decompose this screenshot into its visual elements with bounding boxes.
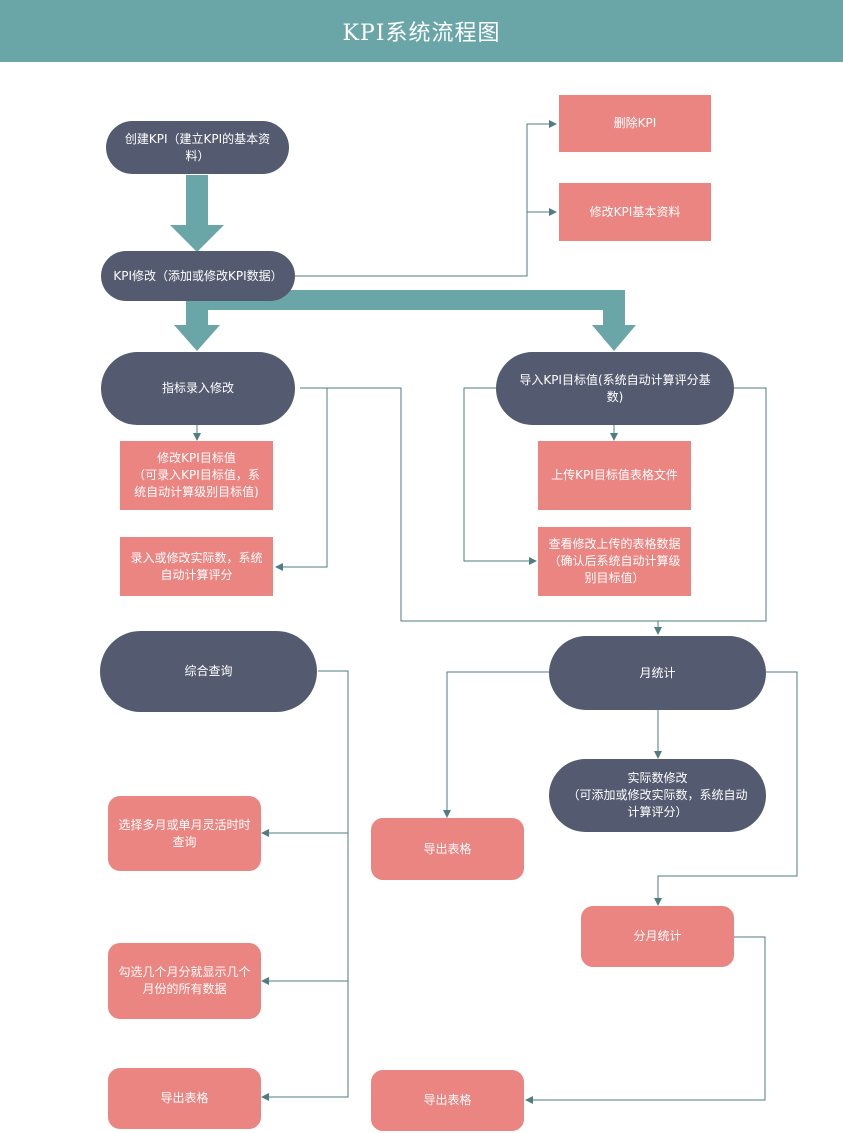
import-target-node[interactable]: 导入KPI目标值(系统自动计算评分基 数) [496,352,734,425]
monthly-stats-node[interactable]: 月统计 [549,636,766,710]
kpi-modify-node[interactable]: KPI修改（添加或修改KPI数据） [101,251,295,301]
title-bar: KPI系统流程图 [0,0,843,62]
export-left-label: 导出表格 [160,1091,209,1105]
export-left-node[interactable]: 导出表格 [108,1068,261,1129]
view-uploaded-node[interactable]: 查看修改上传的表格数据 （确认后系统自动计算级 别目标值） [538,527,691,596]
thin-connectors [193,120,798,1104]
kpi-modify-label: KPI修改（添加或修改KPI数据） [113,268,283,283]
select-months-node[interactable]: 选择多月或单月灵活时时 查询 [108,796,261,871]
upload-file-label: 上传KPI目标值表格文件 [551,468,678,482]
view-uploaded-label: 查看修改上传的表格数据 （确认后系统自动计算级 别目标值） [548,537,681,585]
create-kpi-label: 创建KPI（建立KPI的基本资 料） [124,131,271,163]
check-months-label: 勾选几个月分就显示几个 月份的所有数据 [118,965,251,996]
delete-kpi-label: 删除KPI [613,116,657,130]
thick-arrow-create-to-modify [170,175,224,252]
entry-actual-node[interactable]: 录入或修改实际数，系统 自动计算评分 [120,537,273,596]
upload-file-node[interactable]: 上传KPI目标值表格文件 [538,441,691,510]
check-months-node[interactable]: 勾选几个月分就显示几个 月份的所有数据 [108,943,261,1019]
thick-arrows [170,175,636,351]
indicator-entry-label: 指标录入修改 [161,381,234,395]
export-right-node[interactable]: 导出表格 [371,1070,524,1131]
export-right-label: 导出表格 [423,1093,472,1107]
export-mid-node[interactable]: 导出表格 [371,818,524,880]
comprehensive-query-node[interactable]: 综合查询 [100,631,317,712]
export-mid-label: 导出表格 [423,841,472,856]
modify-target-node[interactable]: 修改KPI目标值 （可录入KPI目标值，系 统自动计算级别目标值) [120,441,273,510]
thick-arrow-split [174,290,636,351]
actual-modify-label: 实际数修改 （可添加或修改实际数，系统自动 计算评分） [567,771,748,819]
comprehensive-query-label: 综合查询 [184,664,233,678]
actual-modify-node[interactable]: 实际数修改 （可添加或修改实际数，系统自动 计算评分） [549,759,766,832]
import-target-label: 导入KPI目标值(系统自动计算评分基 数) [519,372,711,404]
entry-actual-label: 录入或修改实际数，系统 自动计算评分 [130,550,263,582]
create-kpi-node[interactable]: 创建KPI（建立KPI的基本资 料） [106,121,289,174]
modify-basic-node[interactable]: 修改KPI基本资料 [559,183,711,241]
select-months-label: 选择多月或单月灵活时时 查询 [118,817,251,849]
split-month-stats-node[interactable]: 分月统计 [581,906,734,967]
split-month-stats-label: 分月统计 [633,929,682,943]
page-title: KPI系统流程图 [342,21,501,46]
delete-kpi-node[interactable]: 删除KPI [559,95,711,152]
modify-target-label: 修改KPI目标值 （可录入KPI目标值，系 统自动计算级别目标值) [133,451,260,499]
indicator-entry-node[interactable]: 指标录入修改 [101,352,295,425]
modify-basic-label: 修改KPI基本资料 [589,204,681,219]
monthly-stats-label: 月统计 [639,665,676,680]
